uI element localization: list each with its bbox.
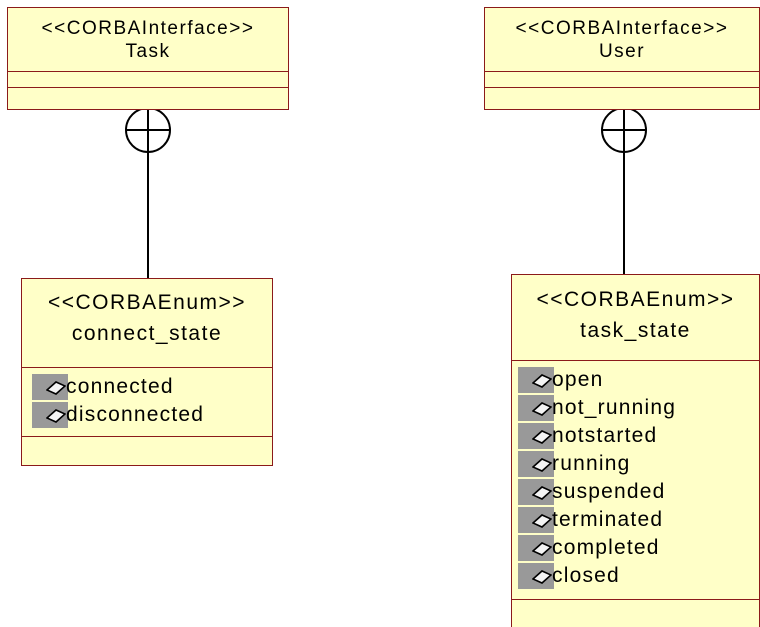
enum-literal: notstarted xyxy=(518,422,759,450)
enum-literal: disconnected xyxy=(32,401,272,429)
enum-literal: completed xyxy=(518,534,759,562)
diamond-icon xyxy=(532,542,552,556)
task-state-literals-compartment: open not_running notstarted running susp… xyxy=(512,361,759,600)
task-state-operations-compartment xyxy=(512,600,759,626)
user-name: User xyxy=(598,41,646,62)
connect-state-stereotype: <<CORBAEnum>> xyxy=(47,291,247,314)
diamond-icon xyxy=(46,409,66,423)
task-stereotype: <<CORBAInterface>> xyxy=(41,18,255,39)
task-operations-compartment xyxy=(8,88,288,109)
literal-label: running xyxy=(552,452,631,475)
user-header: <<CORBAInterface>> User xyxy=(485,8,759,72)
task-state-stereotype: <<CORBAEnum>> xyxy=(536,288,735,311)
enum-literal: suspended xyxy=(518,478,759,506)
enum-literal: connected xyxy=(32,373,272,401)
circle-plus-icon xyxy=(125,107,171,153)
literal-label: notstarted xyxy=(552,424,658,447)
diamond-icon xyxy=(532,430,552,444)
enum-literal: closed xyxy=(518,562,759,590)
literal-label: not_running xyxy=(552,396,677,419)
diamond-icon xyxy=(532,570,552,584)
enum-literal: not_running xyxy=(518,394,759,422)
literal-label: connected xyxy=(66,375,174,398)
literal-label: terminated xyxy=(552,508,664,531)
literal-label: closed xyxy=(552,564,620,587)
user-interface-box[interactable]: <<CORBAInterface>> User xyxy=(484,7,760,110)
task-interface-box[interactable]: <<CORBAInterface>> Task xyxy=(7,7,289,110)
enum-literal: open xyxy=(518,366,759,394)
diamond-icon xyxy=(532,458,552,472)
literal-label: disconnected xyxy=(66,403,205,426)
circle-plus-icon xyxy=(601,107,647,153)
user-operations-compartment xyxy=(485,88,759,109)
task-header: <<CORBAInterface>> Task xyxy=(8,8,288,72)
connect-state-enum-box[interactable]: <<CORBAEnum>> connect_state connected di… xyxy=(21,278,273,466)
enum-literal: terminated xyxy=(518,506,759,534)
task-name: Task xyxy=(125,41,171,62)
diamond-icon xyxy=(46,381,66,395)
connect-state-header: <<CORBAEnum>> connect_state xyxy=(22,279,272,368)
diamond-icon xyxy=(532,486,552,500)
literal-label: suspended xyxy=(552,480,666,503)
literal-label: open xyxy=(552,368,604,391)
diamond-icon xyxy=(532,374,552,388)
task-attributes-compartment xyxy=(8,72,288,88)
connect-state-operations-compartment xyxy=(22,437,272,465)
connect-state-name: connect_state xyxy=(71,322,223,345)
diamond-icon xyxy=(532,514,552,528)
diamond-icon xyxy=(532,402,552,416)
user-stereotype: <<CORBAInterface>> xyxy=(515,18,729,39)
enum-literal: running xyxy=(518,450,759,478)
nesting-link-task-connect_state xyxy=(125,107,171,283)
literal-label: completed xyxy=(552,536,660,559)
nesting-link-user-task_state xyxy=(601,107,647,274)
connect-state-literals-compartment: connected disconnected xyxy=(22,368,272,437)
task-state-enum-box[interactable]: <<CORBAEnum>> task_state open not_runnin… xyxy=(511,274,760,627)
user-attributes-compartment xyxy=(485,72,759,88)
task-state-name: task_state xyxy=(580,319,691,342)
task-state-header: <<CORBAEnum>> task_state xyxy=(512,275,759,361)
